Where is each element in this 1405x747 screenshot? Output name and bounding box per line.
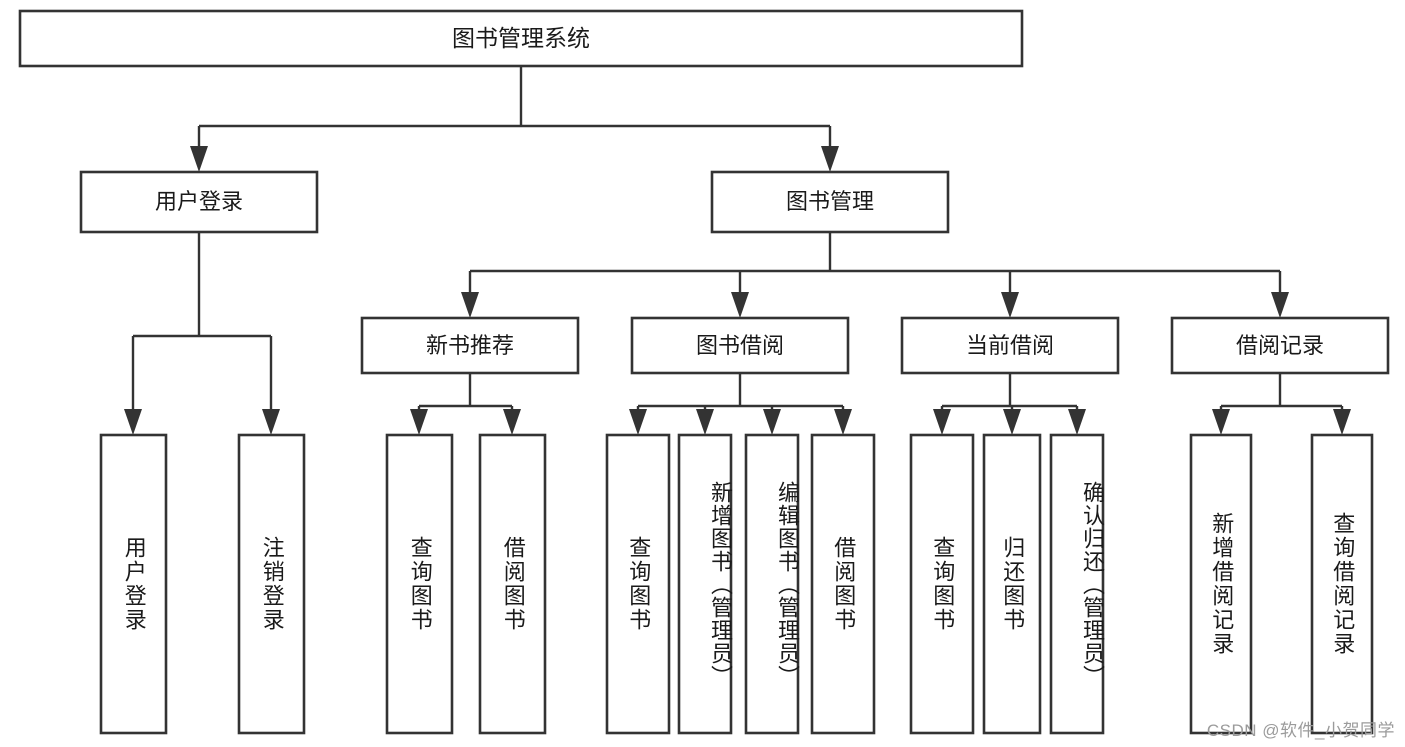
arrow-head-leaf-borrow-book-1 xyxy=(503,409,521,435)
arrow-head-borrow-record xyxy=(1271,292,1289,318)
arrow-head-leaf-confirm-return xyxy=(1068,409,1086,435)
arrow-head-user-login xyxy=(190,146,208,172)
node-new-book-rec-label: 新书推荐 xyxy=(426,333,514,358)
arrow-head-book-borrow xyxy=(731,292,749,318)
arrow-head-leaf-query-book-1 xyxy=(410,409,428,435)
arrow-head-leaf-user-logout xyxy=(262,409,280,435)
node-root-box[interactable] xyxy=(18,9,1024,68)
arrow-head-leaf-edit-book xyxy=(763,409,781,435)
connector-layer xyxy=(124,66,1351,435)
node-leaf-query-book-3-box[interactable] xyxy=(909,433,975,735)
node-book-manage-box[interactable] xyxy=(710,170,950,234)
node-leaf-confirm-return-box[interactable] xyxy=(1049,433,1105,735)
arrow-head-leaf-query-record xyxy=(1333,409,1351,435)
arrow-head-current-borrow xyxy=(1001,292,1019,318)
node-layer: 图书管理系统 用户登录 图书管理 新书推荐 图书借阅 当前借阅 借阅记录 xyxy=(18,9,1390,735)
node-leaf-user-login-box[interactable] xyxy=(99,433,168,735)
node-borrow-record-box[interactable] xyxy=(1170,316,1390,375)
node-book-borrow-label: 图书借阅 xyxy=(696,333,784,358)
node-current-borrow-box[interactable] xyxy=(900,316,1120,375)
node-leaf-edit-book-box[interactable] xyxy=(744,433,800,735)
node-user-login-box[interactable] xyxy=(79,170,319,234)
arrow-head-leaf-query-book-2 xyxy=(629,409,647,435)
node-book-manage-label: 图书管理 xyxy=(786,189,874,214)
arrow-head-leaf-user-login xyxy=(124,409,142,435)
node-leaf-query-book-1-box[interactable] xyxy=(385,433,454,735)
arrow-head-leaf-borrow-book-2 xyxy=(834,409,852,435)
node-borrow-record-label: 借阅记录 xyxy=(1236,333,1324,358)
node-leaf-query-book-2-box[interactable] xyxy=(605,433,671,735)
arrow-head-leaf-return-book xyxy=(1003,409,1021,435)
watermark-text: CSDN @软件_小贺同学 xyxy=(1206,721,1395,740)
node-user-login-label: 用户登录 xyxy=(155,189,243,214)
node-leaf-add-book-box[interactable] xyxy=(677,433,733,735)
node-leaf-query-record-box[interactable] xyxy=(1310,433,1374,735)
arrow-head-book-manage xyxy=(821,146,839,172)
node-book-borrow-box[interactable] xyxy=(630,316,850,375)
node-current-borrow-label: 当前借阅 xyxy=(966,333,1054,358)
arrow-head-leaf-query-book-3 xyxy=(933,409,951,435)
node-leaf-add-record-box[interactable] xyxy=(1189,433,1253,735)
node-leaf-return-book-box[interactable] xyxy=(982,433,1042,735)
node-leaf-borrow-book-2-box[interactable] xyxy=(810,433,876,735)
node-leaf-user-logout-box[interactable] xyxy=(237,433,306,735)
arrow-head-leaf-add-book xyxy=(696,409,714,435)
arrow-head-leaf-add-record xyxy=(1212,409,1230,435)
node-new-book-rec-box[interactable] xyxy=(360,316,580,375)
node-root-label: 图书管理系统 xyxy=(452,25,590,51)
arrow-head-new-book-rec xyxy=(461,292,479,318)
node-leaf-borrow-book-1-box[interactable] xyxy=(478,433,547,735)
